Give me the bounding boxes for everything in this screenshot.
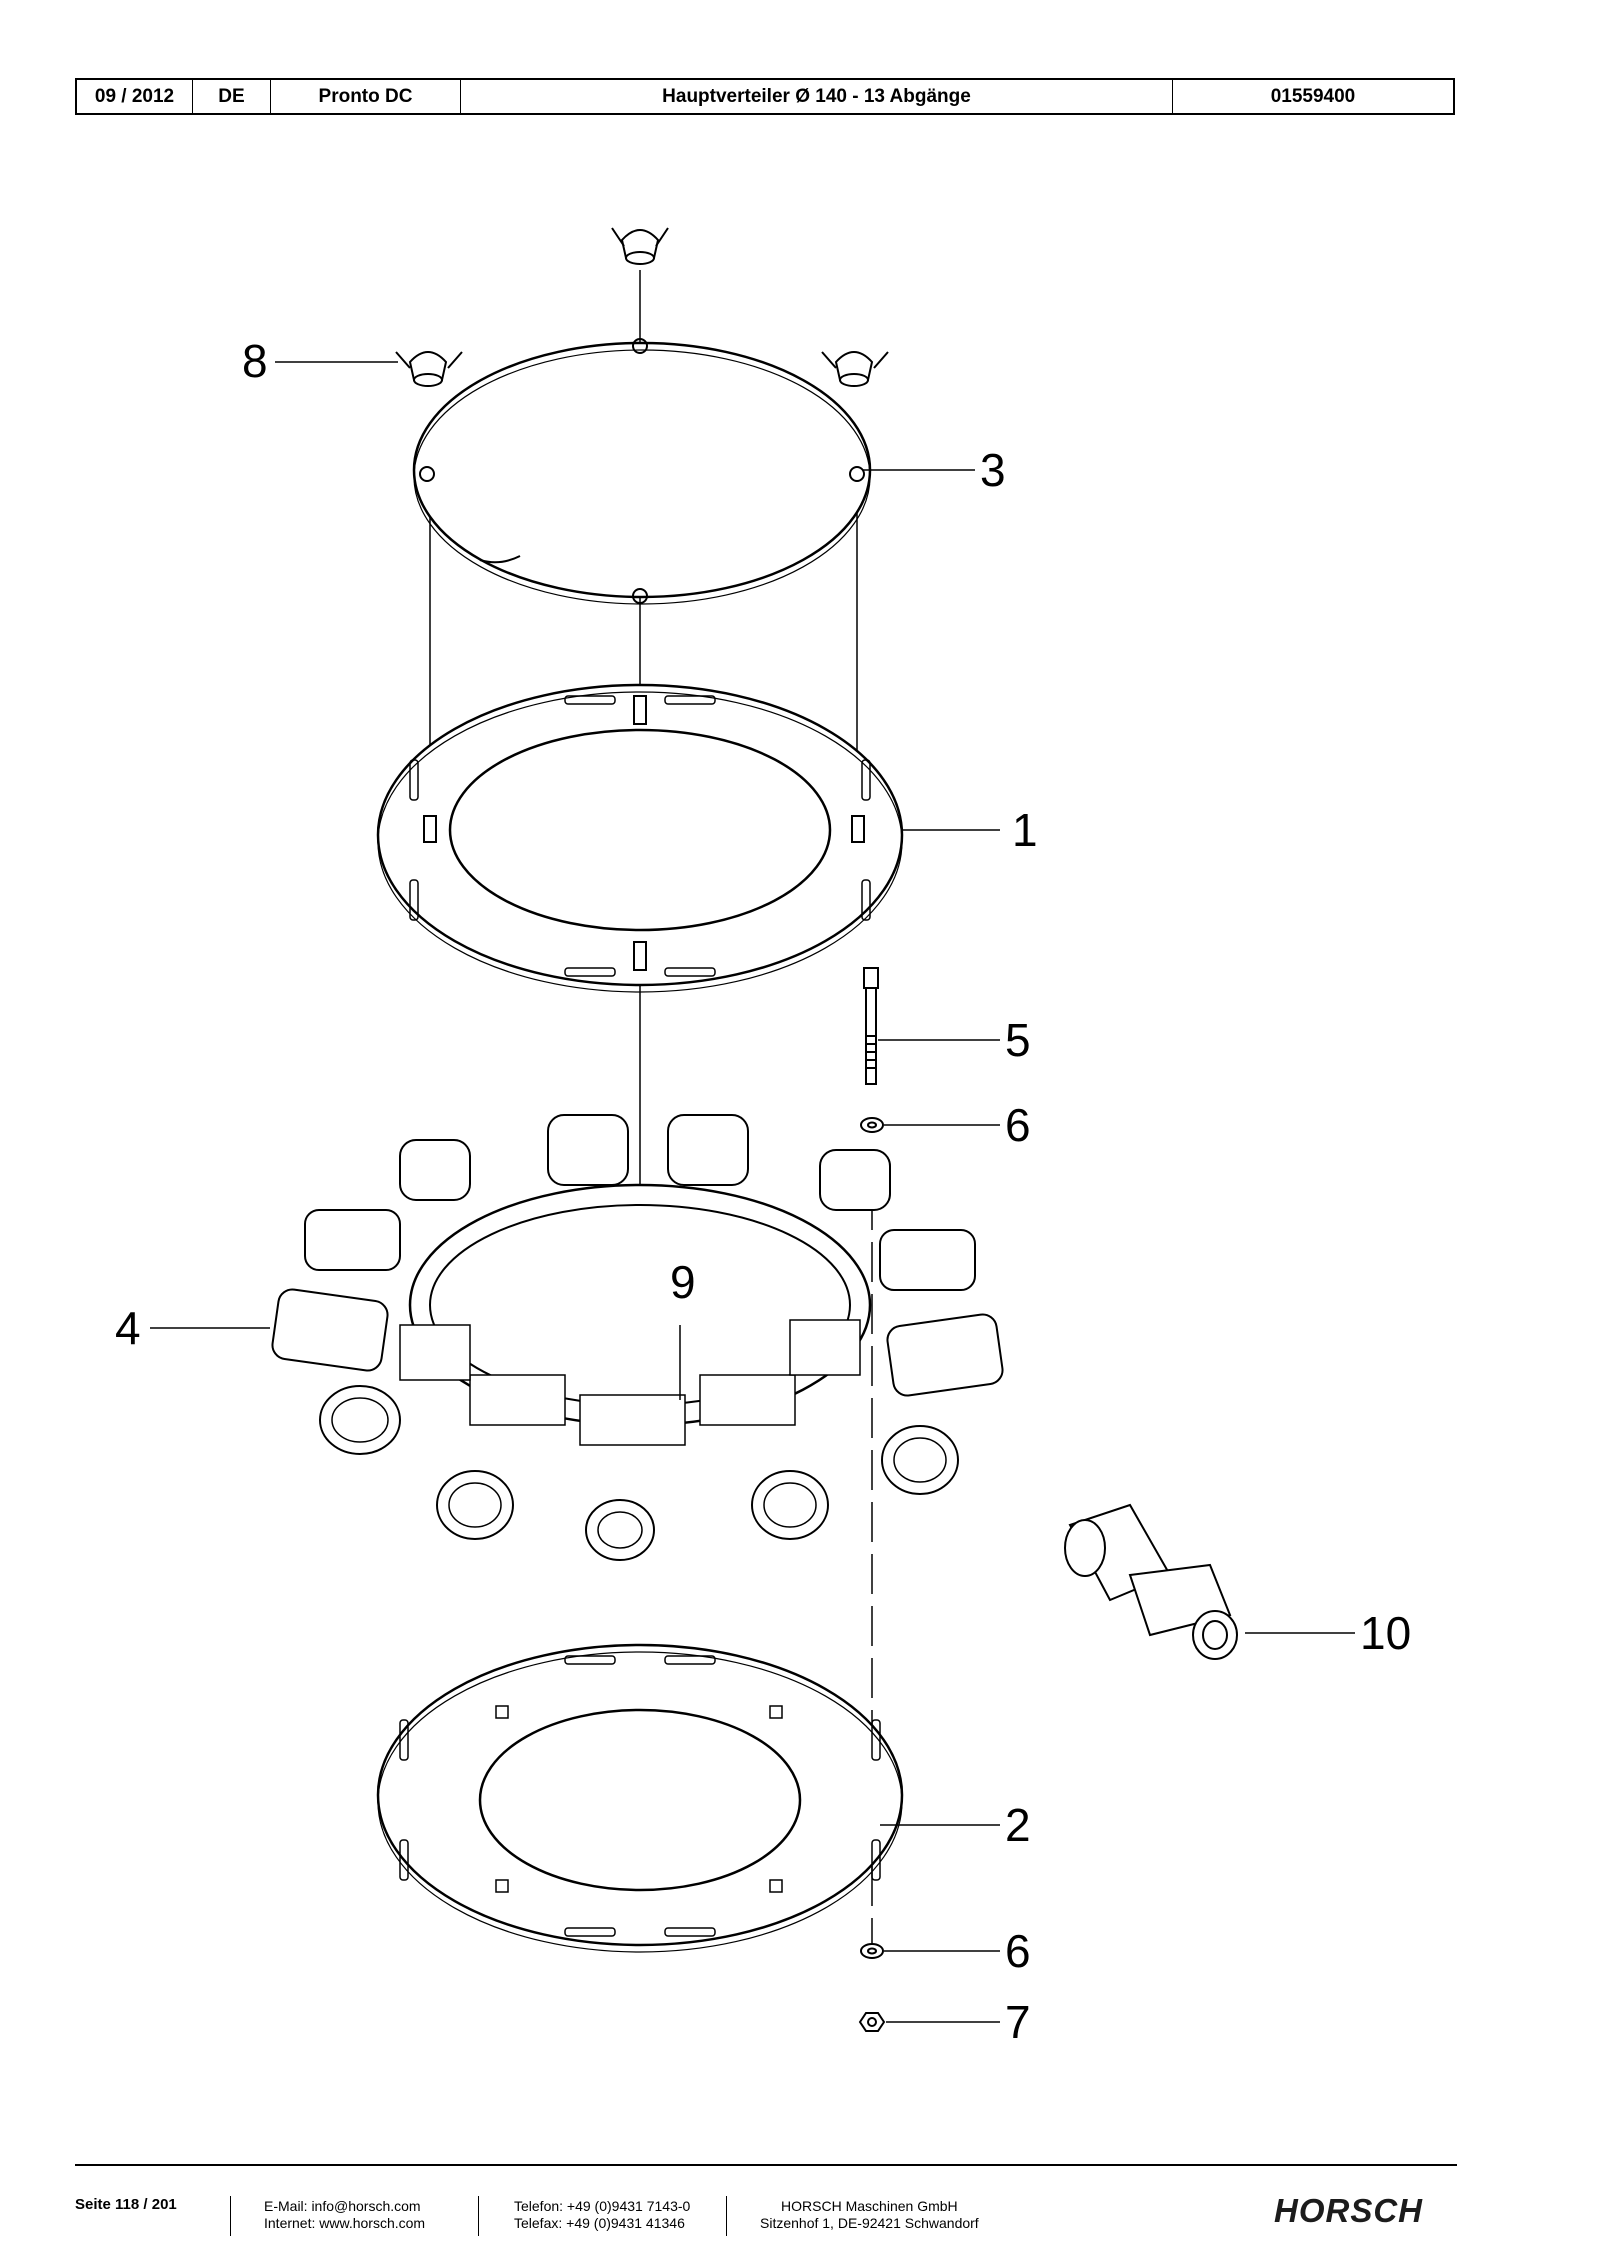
header-date: 09 / 2012 bbox=[77, 80, 193, 113]
callout-8: 8 bbox=[242, 335, 268, 387]
sensor bbox=[1064, 1503, 1238, 1660]
callout-5: 5 bbox=[1005, 1014, 1031, 1066]
callout-4: 4 bbox=[115, 1302, 141, 1354]
wing-nut-right bbox=[821, 351, 889, 387]
footer-fax: Telefax: +49 (0)9431 41346 bbox=[514, 2215, 685, 2231]
callout-9: 9 bbox=[670, 1256, 696, 1308]
footer-internet: Internet: www.horsch.com bbox=[264, 2215, 426, 2231]
washer-lower bbox=[860, 1943, 884, 1959]
upper-ring bbox=[376, 683, 904, 993]
header-language: DE bbox=[193, 80, 271, 113]
callout-6-lower: 6 bbox=[1005, 1925, 1031, 1977]
footer-rule bbox=[75, 2164, 1457, 2166]
footer-address: Sitzenhof 1, DE-92421 Schwandorf bbox=[760, 2215, 979, 2231]
distributor-body bbox=[271, 1114, 1004, 1561]
callout-1: 1 bbox=[1012, 804, 1038, 856]
bolt bbox=[863, 967, 879, 1085]
footer-contact-phone: Telefon: +49 (0)9431 7143-0 Telefax: +49… bbox=[514, 2198, 690, 2232]
footer-separator bbox=[726, 2196, 727, 2236]
callout-10: 10 bbox=[1360, 1607, 1411, 1659]
lower-ring bbox=[376, 1643, 904, 1953]
footer-separator bbox=[230, 2196, 231, 2236]
header-table: 09 / 2012 DE Pronto DC Hauptverteiler Ø … bbox=[75, 78, 1455, 115]
footer-company-block: HORSCH Maschinen GmbH Sitzenhof 1, DE-92… bbox=[760, 2198, 979, 2232]
wing-nut-left bbox=[395, 351, 463, 387]
horsch-logo: HORSCH bbox=[1274, 2192, 1424, 2229]
header-title: Hauptverteiler Ø 140 - 13 Abgänge bbox=[461, 80, 1173, 113]
footer-separator bbox=[478, 2196, 479, 2236]
nut bbox=[858, 2012, 886, 2032]
footer-company: HORSCH Maschinen GmbH bbox=[781, 2198, 958, 2214]
footer-email: E-Mail: info@horsch.com bbox=[264, 2198, 421, 2214]
wing-nut-top bbox=[611, 227, 669, 265]
callout-7: 7 bbox=[1005, 1996, 1031, 2048]
callout-3: 3 bbox=[980, 444, 1006, 496]
header-part-number: 01559400 bbox=[1270, 85, 1356, 107]
callout-6-upper: 6 bbox=[1005, 1099, 1031, 1151]
callout-2: 2 bbox=[1005, 1799, 1031, 1851]
header-machine: Pronto DC bbox=[271, 80, 461, 113]
cover-plate bbox=[412, 338, 872, 605]
page-number: Seite 118 / 201 bbox=[75, 2196, 177, 2213]
washer-upper bbox=[860, 1117, 884, 1133]
footer-phone: Telefon: +49 (0)9431 7143-0 bbox=[514, 2198, 691, 2214]
footer-contact-web: E-Mail: info@horsch.com Internet: www.ho… bbox=[264, 2198, 425, 2232]
